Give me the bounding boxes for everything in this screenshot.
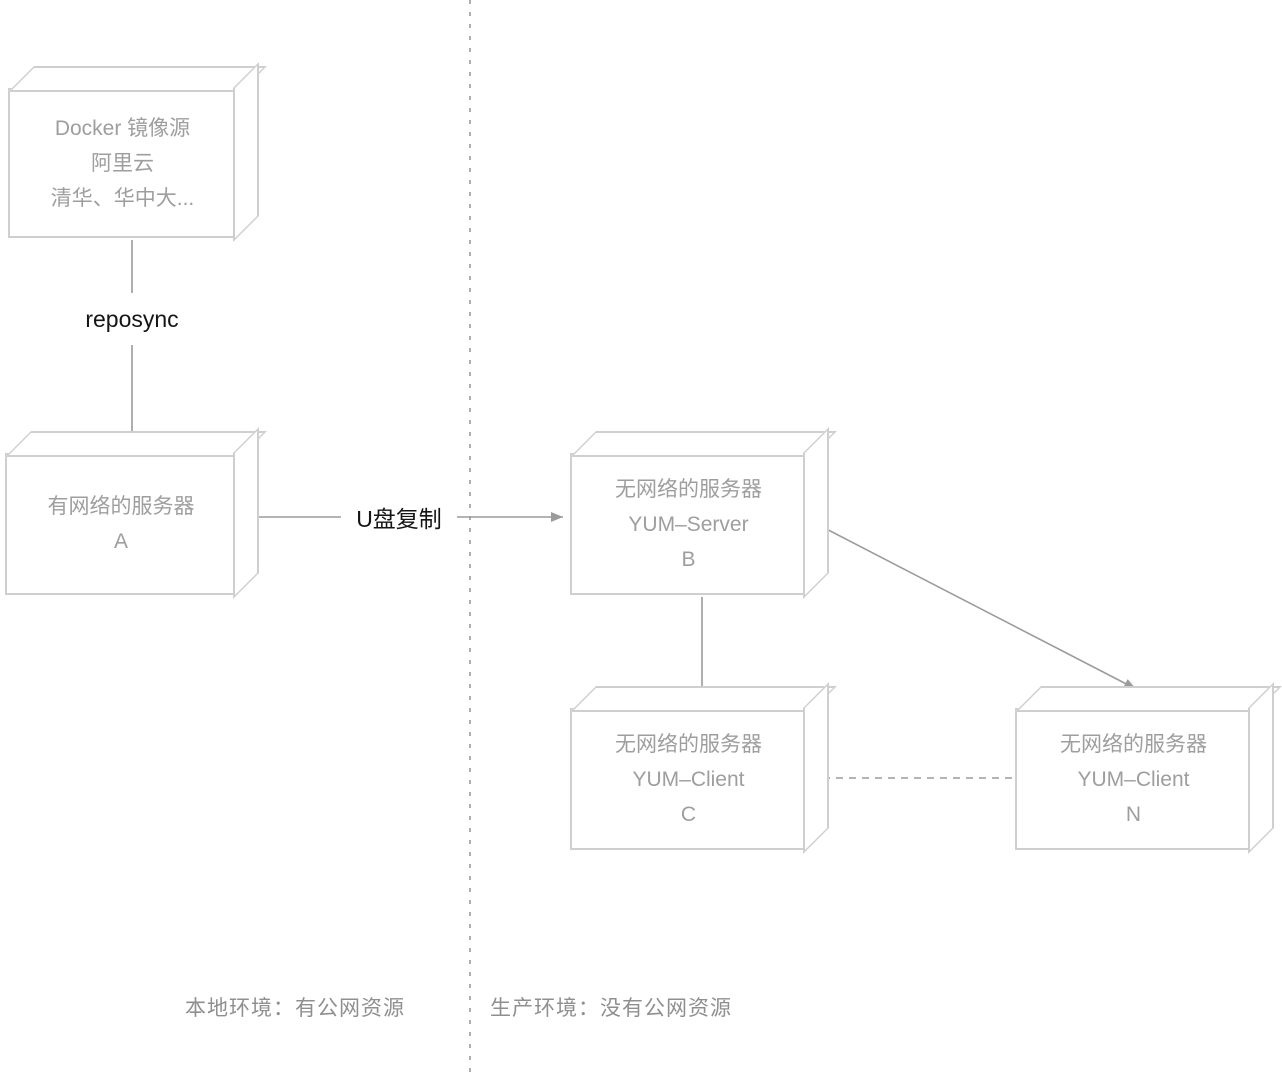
node-yum-server-b: 无网络的服务器 YUM–Server B (570, 453, 807, 595)
node-text-line: B (681, 547, 696, 571)
node-yum-client-n: 无网络的服务器 YUM–Client N (1015, 708, 1252, 850)
node-text-line: 阿里云 (91, 151, 154, 175)
node-yum-client-c: 无网络的服务器 YUM–Client C (570, 708, 807, 850)
node-text-line: 清华、华中大... (50, 186, 195, 210)
node-text-line: A (113, 530, 128, 553)
node-text-line: C (680, 802, 697, 826)
node-text-line: 无网络的服务器 (615, 477, 762, 501)
edge-label-usb-copy: U盘复制 (341, 492, 457, 541)
node-mirror-source: Docker 镜像源 阿里云 清华、华中大... (8, 88, 237, 238)
node-text-line: N (1125, 802, 1142, 826)
edge-label-reposync: reposync (67, 293, 197, 345)
node-text-line: 有网络的服务器 (47, 495, 195, 518)
node-text-line: YUM–Client (632, 767, 745, 791)
node-text-line: YUM–Server (628, 512, 749, 536)
footer-local-env-label: 本地环境：有公网资源 (185, 997, 405, 1020)
node-text-line: Docker 镜像源 (54, 116, 191, 140)
arrow-b-to-n (808, 519, 1137, 690)
node-text-line: YUM–Client (1077, 767, 1190, 791)
node-text-line: 无网络的服务器 (1060, 732, 1207, 756)
node-server-a: 有网络的服务器 A (5, 453, 237, 595)
footer-prod-env-label: 生产环境：没有公网资源 (490, 997, 732, 1020)
node-text-line: 无网络的服务器 (615, 732, 762, 756)
